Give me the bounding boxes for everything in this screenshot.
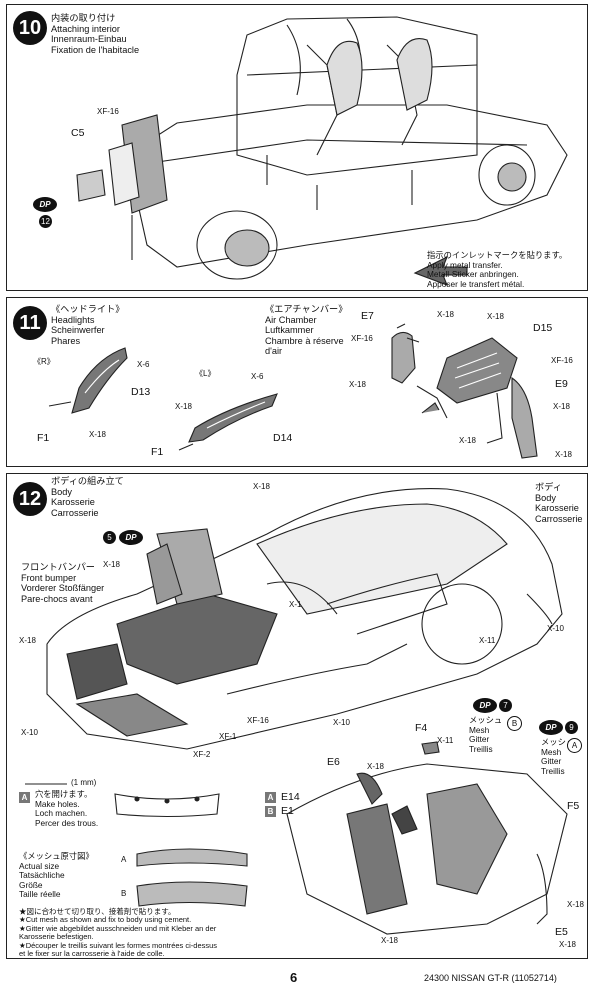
part-label: F1	[151, 446, 164, 458]
dp9-number: 9	[565, 721, 578, 734]
part-label: X-11	[479, 636, 496, 645]
part-label: X-10	[547, 624, 564, 633]
side-label-l: 《L》	[195, 369, 216, 378]
dp9-badge: DP	[539, 720, 563, 735]
part-label: F5	[567, 800, 580, 812]
metal-transfer-note: 指示のインレットマークを貼ります。Apply metal transfer.Me…	[427, 250, 568, 289]
legend-a-box: A	[265, 792, 276, 803]
part-label: XF-16	[551, 356, 573, 365]
hole-box: A	[19, 792, 30, 803]
part-label: X-18	[555, 450, 572, 459]
side-label-r: 《R》	[33, 357, 55, 366]
part-label: D15	[533, 322, 553, 334]
part-label: XF-1	[219, 732, 237, 741]
dp7-number: 7	[499, 699, 512, 712]
part-label: X-10	[21, 728, 38, 737]
part-label: X-18	[175, 402, 192, 411]
dp9-mesh-box: A	[567, 738, 582, 753]
dp-badge: DP	[33, 197, 57, 212]
part-label: X-18	[89, 430, 106, 439]
part-label: X-18	[381, 936, 398, 945]
part-label: XF-16	[247, 716, 269, 725]
part-label: X-18	[103, 560, 120, 569]
part-label: F4	[415, 722, 428, 734]
hole-note: 穴を開けます。Make holes.Loch machen.Percer des…	[35, 789, 99, 828]
part-label: X-18	[553, 402, 570, 411]
hole-size: (1 mm)	[71, 778, 97, 787]
part-label: X-18	[19, 636, 36, 645]
dp-number-badge: 12	[39, 215, 52, 228]
kit-code: 24300 NISSAN GT-R (11052714)	[424, 973, 557, 983]
part-label: F1	[37, 432, 50, 444]
step-11-illustration	[48, 323, 538, 459]
part-label: C5	[71, 127, 85, 139]
part-label: X-1	[289, 600, 302, 609]
step-12-illustration	[25, 488, 568, 935]
part-label: E7	[361, 310, 374, 322]
part-label: E6	[327, 756, 340, 768]
legend-a-part: E14	[281, 791, 300, 803]
page-number: 6	[290, 970, 298, 985]
part-label: X-18	[437, 310, 454, 319]
part-label: E5	[555, 926, 568, 938]
part-label: X-18	[253, 482, 270, 491]
dp-badge: DP	[119, 530, 143, 545]
part-label: XF-16	[351, 334, 373, 343]
legend-b-box: B	[265, 806, 276, 817]
mesh-b-label: B	[121, 889, 127, 898]
part-label: X-18	[367, 762, 384, 771]
step-number: 10	[13, 11, 47, 45]
part-label: D13	[131, 386, 151, 398]
step-number: 12	[13, 482, 47, 516]
part-label: D14	[273, 432, 293, 444]
mesh-a-label: A	[121, 855, 127, 864]
step-10-illustration	[76, 16, 568, 286]
legend-b-part: E1	[281, 805, 294, 817]
cut-note: ★図に合わせて切り取り、接着剤で貼ります。★Cut mesh as shown …	[19, 907, 218, 959]
part-label: XF-16	[97, 107, 119, 116]
dp-number-badge: 5	[103, 531, 116, 544]
part-label: X-11	[437, 736, 454, 745]
dp7-mesh-box: B	[507, 716, 522, 731]
part-label: X-18	[567, 900, 584, 909]
part-label: X-18	[349, 380, 366, 389]
part-label: E9	[555, 378, 568, 390]
step-number: 11	[13, 306, 47, 340]
part-label: X-18	[559, 940, 576, 949]
part-label: X-10	[333, 718, 350, 727]
part-label: XF-2	[193, 750, 211, 759]
part-label: X-6	[137, 360, 150, 369]
part-label: X-6	[251, 372, 264, 381]
dp7-badge: DP	[473, 698, 497, 713]
part-label: X-18	[459, 436, 476, 445]
part-label: X-18	[487, 312, 504, 321]
